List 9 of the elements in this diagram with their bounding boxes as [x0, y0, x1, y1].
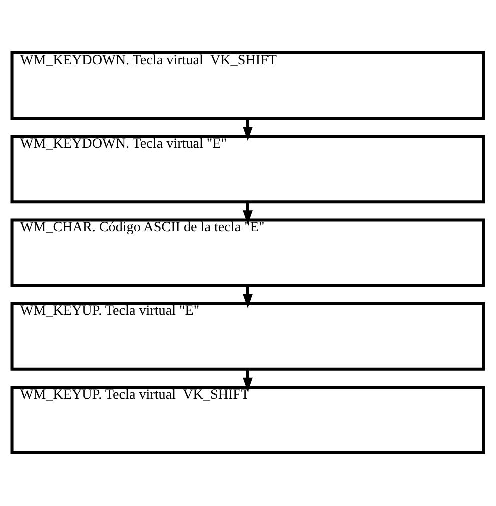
arrow [243, 118, 253, 142]
node-box: WM_KEYDOWN. Tecla virtual VK_SHIFT [10, 52, 486, 120]
arrow [243, 286, 253, 308]
node-box: WM_KEYDOWN. Tecla virtual "E" [10, 135, 486, 204]
node-box: WM_CHAR. Código ASCII de la tecla "E" [10, 218, 486, 288]
arrow [243, 369, 253, 392]
node-box: WM_KEYUP. Tecla virtual "E" [10, 302, 486, 371]
arrow [243, 202, 253, 225]
node-box: WM_KEYUP. Tecla virtual VK_SHIFT [10, 386, 486, 454]
